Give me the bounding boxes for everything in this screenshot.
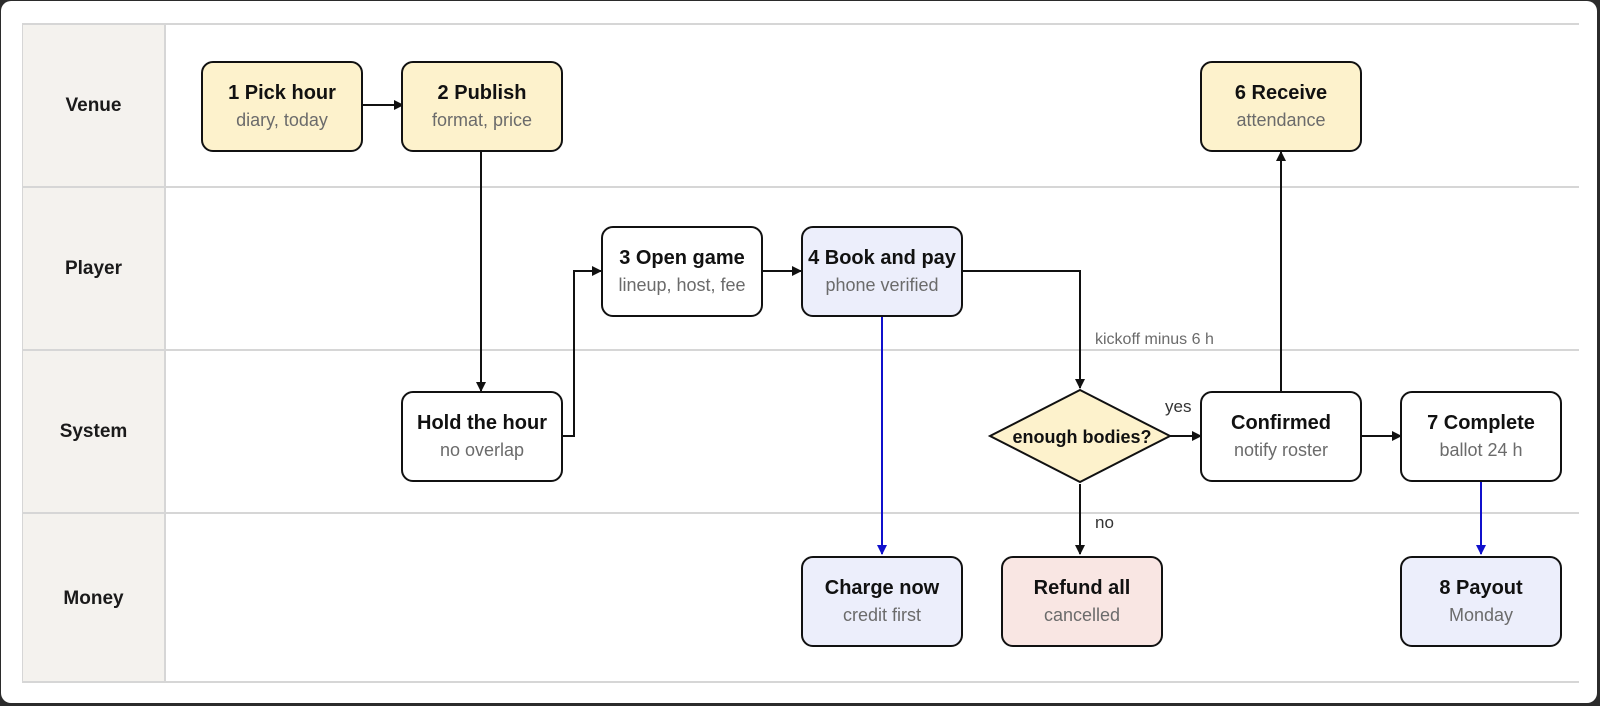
node-subtitle: Monday: [1448, 605, 1514, 625]
node-subtitle: cancelled: [1043, 605, 1121, 625]
node-title: Refund all: [1033, 577, 1131, 599]
node-title: 4 Book and pay: [808, 247, 956, 269]
lane-border-venue-player: [23, 186, 1579, 188]
node-subtitle: notify roster: [1233, 440, 1329, 460]
node-refund-all[interactable]: Refund all cancelled: [1001, 556, 1163, 647]
node-subtitle: no overlap: [439, 440, 525, 460]
lane-label-player: Player: [23, 188, 164, 349]
lane-label-money: Money: [23, 514, 164, 683]
lane-label-venue: Venue: [23, 25, 164, 186]
lane-label-divider: [164, 23, 166, 683]
edge-book-to-decision: [962, 270, 1085, 389]
node-title: Confirmed: [1231, 412, 1331, 434]
node-open-game[interactable]: 3 Open game lineup, host, fee: [601, 226, 763, 317]
node-subtitle: credit first: [842, 605, 921, 625]
node-subtitle: ballot 24 h: [1439, 440, 1523, 460]
node-publish[interactable]: 2 Publish format, price: [401, 61, 563, 152]
node-title: 8 Payout: [1439, 577, 1523, 599]
node-subtitle: lineup, host, fee: [618, 275, 746, 295]
node-title: 2 Publish: [437, 82, 527, 104]
node-confirmed[interactable]: Confirmed notify roster: [1200, 391, 1362, 482]
edge-label-no: no: [1095, 513, 1114, 532]
node-payout[interactable]: 8 Payout Monday: [1400, 556, 1562, 647]
decision-diamond: [987, 388, 1173, 484]
lane-label-system: System: [23, 351, 164, 512]
lane-border-system-money: [23, 512, 1579, 514]
node-pick-hour[interactable]: 1 Pick hour diary, today: [201, 61, 363, 152]
node-title: 1 Pick hour: [228, 82, 336, 104]
node-title: Charge now: [824, 577, 940, 599]
node-receive[interactable]: 6 Receive attendance: [1200, 61, 1362, 152]
node-complete[interactable]: 7 Complete ballot 24 h: [1400, 391, 1562, 482]
lane-border-bottom: [23, 681, 1579, 683]
node-charge-now[interactable]: Charge now credit first: [801, 556, 963, 647]
node-subtitle: format, price: [431, 110, 533, 130]
node-hold-the-hour[interactable]: Hold the hour no overlap: [401, 391, 563, 482]
edge-hold-to-open: [562, 266, 602, 437]
node-subtitle: diary, today: [236, 110, 328, 130]
node-title: 7 Complete: [1427, 412, 1535, 434]
node-book-and-pay[interactable]: 4 Book and pay phone verified: [801, 226, 963, 317]
node-title: 6 Receive: [1234, 82, 1328, 104]
edge-label-yes: yes: [1165, 397, 1192, 416]
decision-label: enough bodies?: [1012, 426, 1152, 447]
node-title: Hold the hour: [417, 412, 547, 434]
lane-border-player-system: [23, 349, 1579, 351]
node-subtitle: phone verified: [825, 275, 939, 295]
node-title: 3 Open game: [619, 247, 745, 269]
edge-label-kickoff: kickoff minus 6 h: [1095, 331, 1214, 348]
lane-border-top: [23, 23, 1579, 25]
node-subtitle: attendance: [1236, 110, 1326, 130]
